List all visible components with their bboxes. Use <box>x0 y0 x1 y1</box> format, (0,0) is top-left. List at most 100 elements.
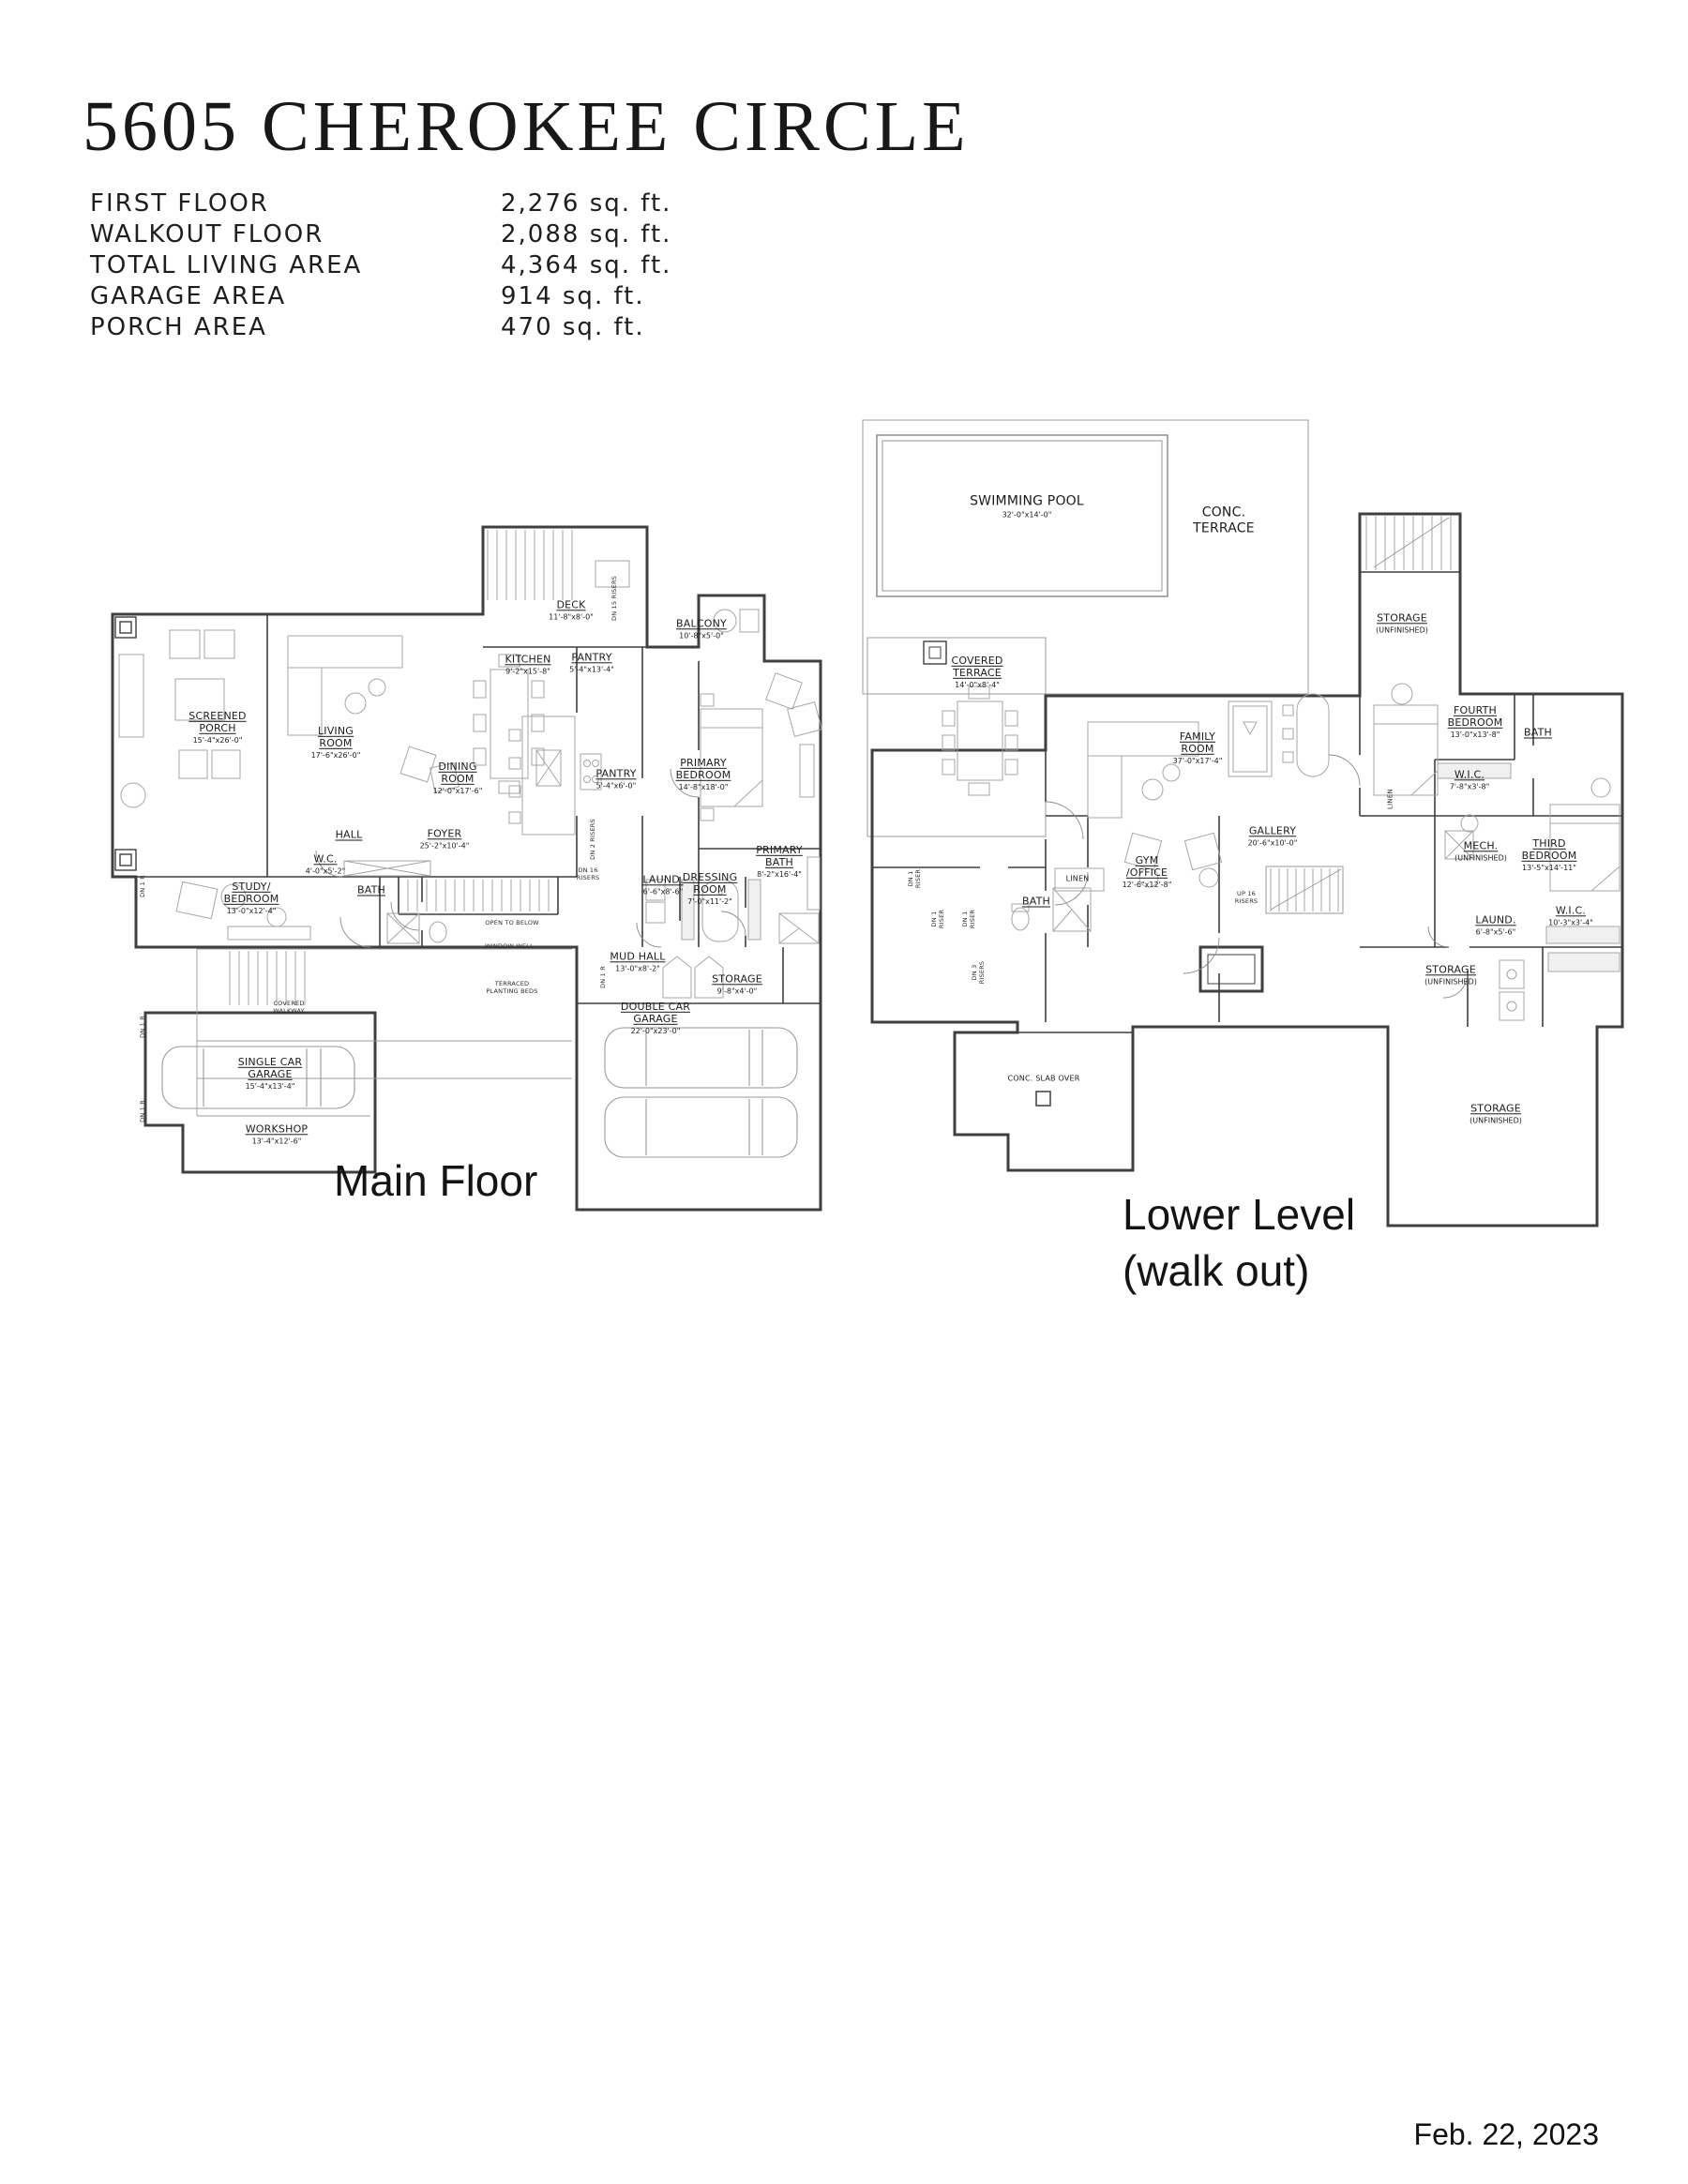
room-label: CONC. SLAB OVER <box>1007 1074 1079 1082</box>
room-name: PANTRY <box>571 651 612 664</box>
room-name: DRESSING ROOM <box>682 870 738 896</box>
plan-note: COVERED WALKWAY <box>273 999 305 1015</box>
room-name: BATH <box>1523 726 1553 739</box>
room-name: STORAGE <box>1425 963 1476 976</box>
plan-note: DN 1 RISER <box>960 909 976 929</box>
room-label: STORAGE(UNFINISHED) <box>1424 963 1477 986</box>
stat-row: FIRST FLOOR 2,276 sq. ft. <box>90 188 671 218</box>
area-stats: FIRST FLOOR 2,276 sq. ft. WALKOUT FLOOR … <box>90 188 671 342</box>
stat-value: 914 sq. ft. <box>501 281 645 310</box>
interior-walls <box>872 571 1622 1107</box>
room-name: CONC. TERRACE <box>1193 505 1255 535</box>
stat-label: PORCH AREA <box>90 312 267 341</box>
deck-and-beds <box>196 560 630 1117</box>
room-dimensions: 32'-0"x14'-0" <box>1002 510 1052 520</box>
room-label: HALL <box>335 828 363 842</box>
room-dimensions: 22'-0"x23'-0" <box>630 1026 681 1035</box>
room-name: PANTRY <box>595 767 637 780</box>
room-dimensions: 7'-0"x11'-2" <box>687 896 732 906</box>
room-name: HALL <box>335 828 363 841</box>
terrace-outline <box>862 419 1309 837</box>
room-dimensions: 17'-6"x26'-0" <box>310 750 361 760</box>
room-dimensions: 20'-6"x10'-0" <box>1247 838 1298 848</box>
stair-hatching <box>229 530 573 1005</box>
room-label: STORAGE(UNFINISHED) <box>1469 1102 1522 1125</box>
main-floor-plan-drawing <box>111 525 822 1212</box>
plan-note: DN 3 RISERS <box>970 960 986 985</box>
room-name: STUDY/ BEDROOM <box>223 880 279 905</box>
stat-label: WALKOUT FLOOR <box>90 219 324 249</box>
room-dimensions: 14'-0"x8'-4" <box>955 680 1000 689</box>
stat-row: GARAGE AREA 914 sq. ft. <box>90 280 671 311</box>
sheet-date: Feb. 22, 2023 <box>1413 2117 1599 2151</box>
room-name: STORAGE <box>1470 1102 1521 1115</box>
interior-walls <box>113 614 821 1004</box>
room-name: KITCHEN <box>505 653 551 666</box>
room-name: CONC. SLAB OVER <box>1007 1074 1080 1083</box>
room-name: GYM /OFFICE <box>1125 853 1168 879</box>
room-label: LINEN <box>1066 874 1090 882</box>
room-label: CONC. TERRACE <box>1193 505 1255 535</box>
room-name: MECH. <box>1463 839 1499 852</box>
room-name: SCREENED PORCH <box>188 709 247 734</box>
room-name: LAUND. <box>1475 913 1516 926</box>
door-swings <box>315 768 746 948</box>
room-name: FOURTH BEDROOM <box>1447 703 1503 729</box>
room-label: LAUND.6'-6"x8'-6" <box>642 873 683 896</box>
plan-note: UP 16 RISERS <box>1234 889 1258 905</box>
plan-note: DN 1 R <box>138 1016 146 1038</box>
plan-note: DN 1 RISER <box>906 868 922 889</box>
room-label: BATH <box>357 884 385 897</box>
room-label: W.I.C.10'-3"x3'-4" <box>1548 904 1593 926</box>
room-label: BATH <box>1022 896 1050 909</box>
room-label: STORAGE(UNFINISHED) <box>1376 611 1428 634</box>
room-name: FOYER <box>427 827 462 840</box>
stat-row: PORCH AREA 470 sq. ft. <box>90 311 671 342</box>
main-floor-caption: Main Floor <box>334 1156 538 1205</box>
room-name: DOUBLE CAR GARAGE <box>620 1000 691 1025</box>
stair-hatching <box>1265 516 1452 914</box>
plan-note: OPEN TO BELOW <box>485 918 539 926</box>
room-dimensions: 13'-0"x12'-4" <box>226 906 277 915</box>
plan-note: DN 2 RISERS <box>588 819 596 860</box>
plan-note: DN 1 R <box>138 875 146 897</box>
stat-value: 2,088 sq. ft. <box>501 219 672 249</box>
room-name: GALLERY <box>1248 824 1297 837</box>
room-dimensions: 10'-8"x5'-0" <box>679 631 724 640</box>
stat-label: TOTAL LIVING AREA <box>90 250 363 279</box>
stat-row: TOTAL LIVING AREA 4,364 sq. ft. <box>90 249 671 280</box>
lower-level-caption: Lower Level (walk out) <box>1123 1190 1356 1295</box>
room-dimensions: 13'-0"x8'-2" <box>615 964 660 973</box>
room-dimensions: 5'-4"x6'-0" <box>595 781 637 791</box>
room-label: MECH.(UNFINISHED) <box>1454 839 1507 862</box>
room-name: BALCONY <box>676 617 727 630</box>
room-name: STORAGE <box>712 972 762 986</box>
room-dimensions: 37'-0"x17'-4" <box>1172 756 1223 765</box>
room-name: SWIMMING POOL <box>970 493 1084 509</box>
outer-walls <box>111 525 822 1212</box>
room-dimensions: 12'-6"x12'-8" <box>1122 880 1172 889</box>
stat-row: WALKOUT FLOOR 2,088 sq. ft. <box>90 218 671 249</box>
plan-note: DN 1 R <box>598 966 607 988</box>
plan-note: DN 1 RISER <box>929 909 945 929</box>
room-subtext: (UNFINISHED) <box>1469 1116 1522 1125</box>
plan-note: DN 15 RISERS <box>610 576 618 621</box>
